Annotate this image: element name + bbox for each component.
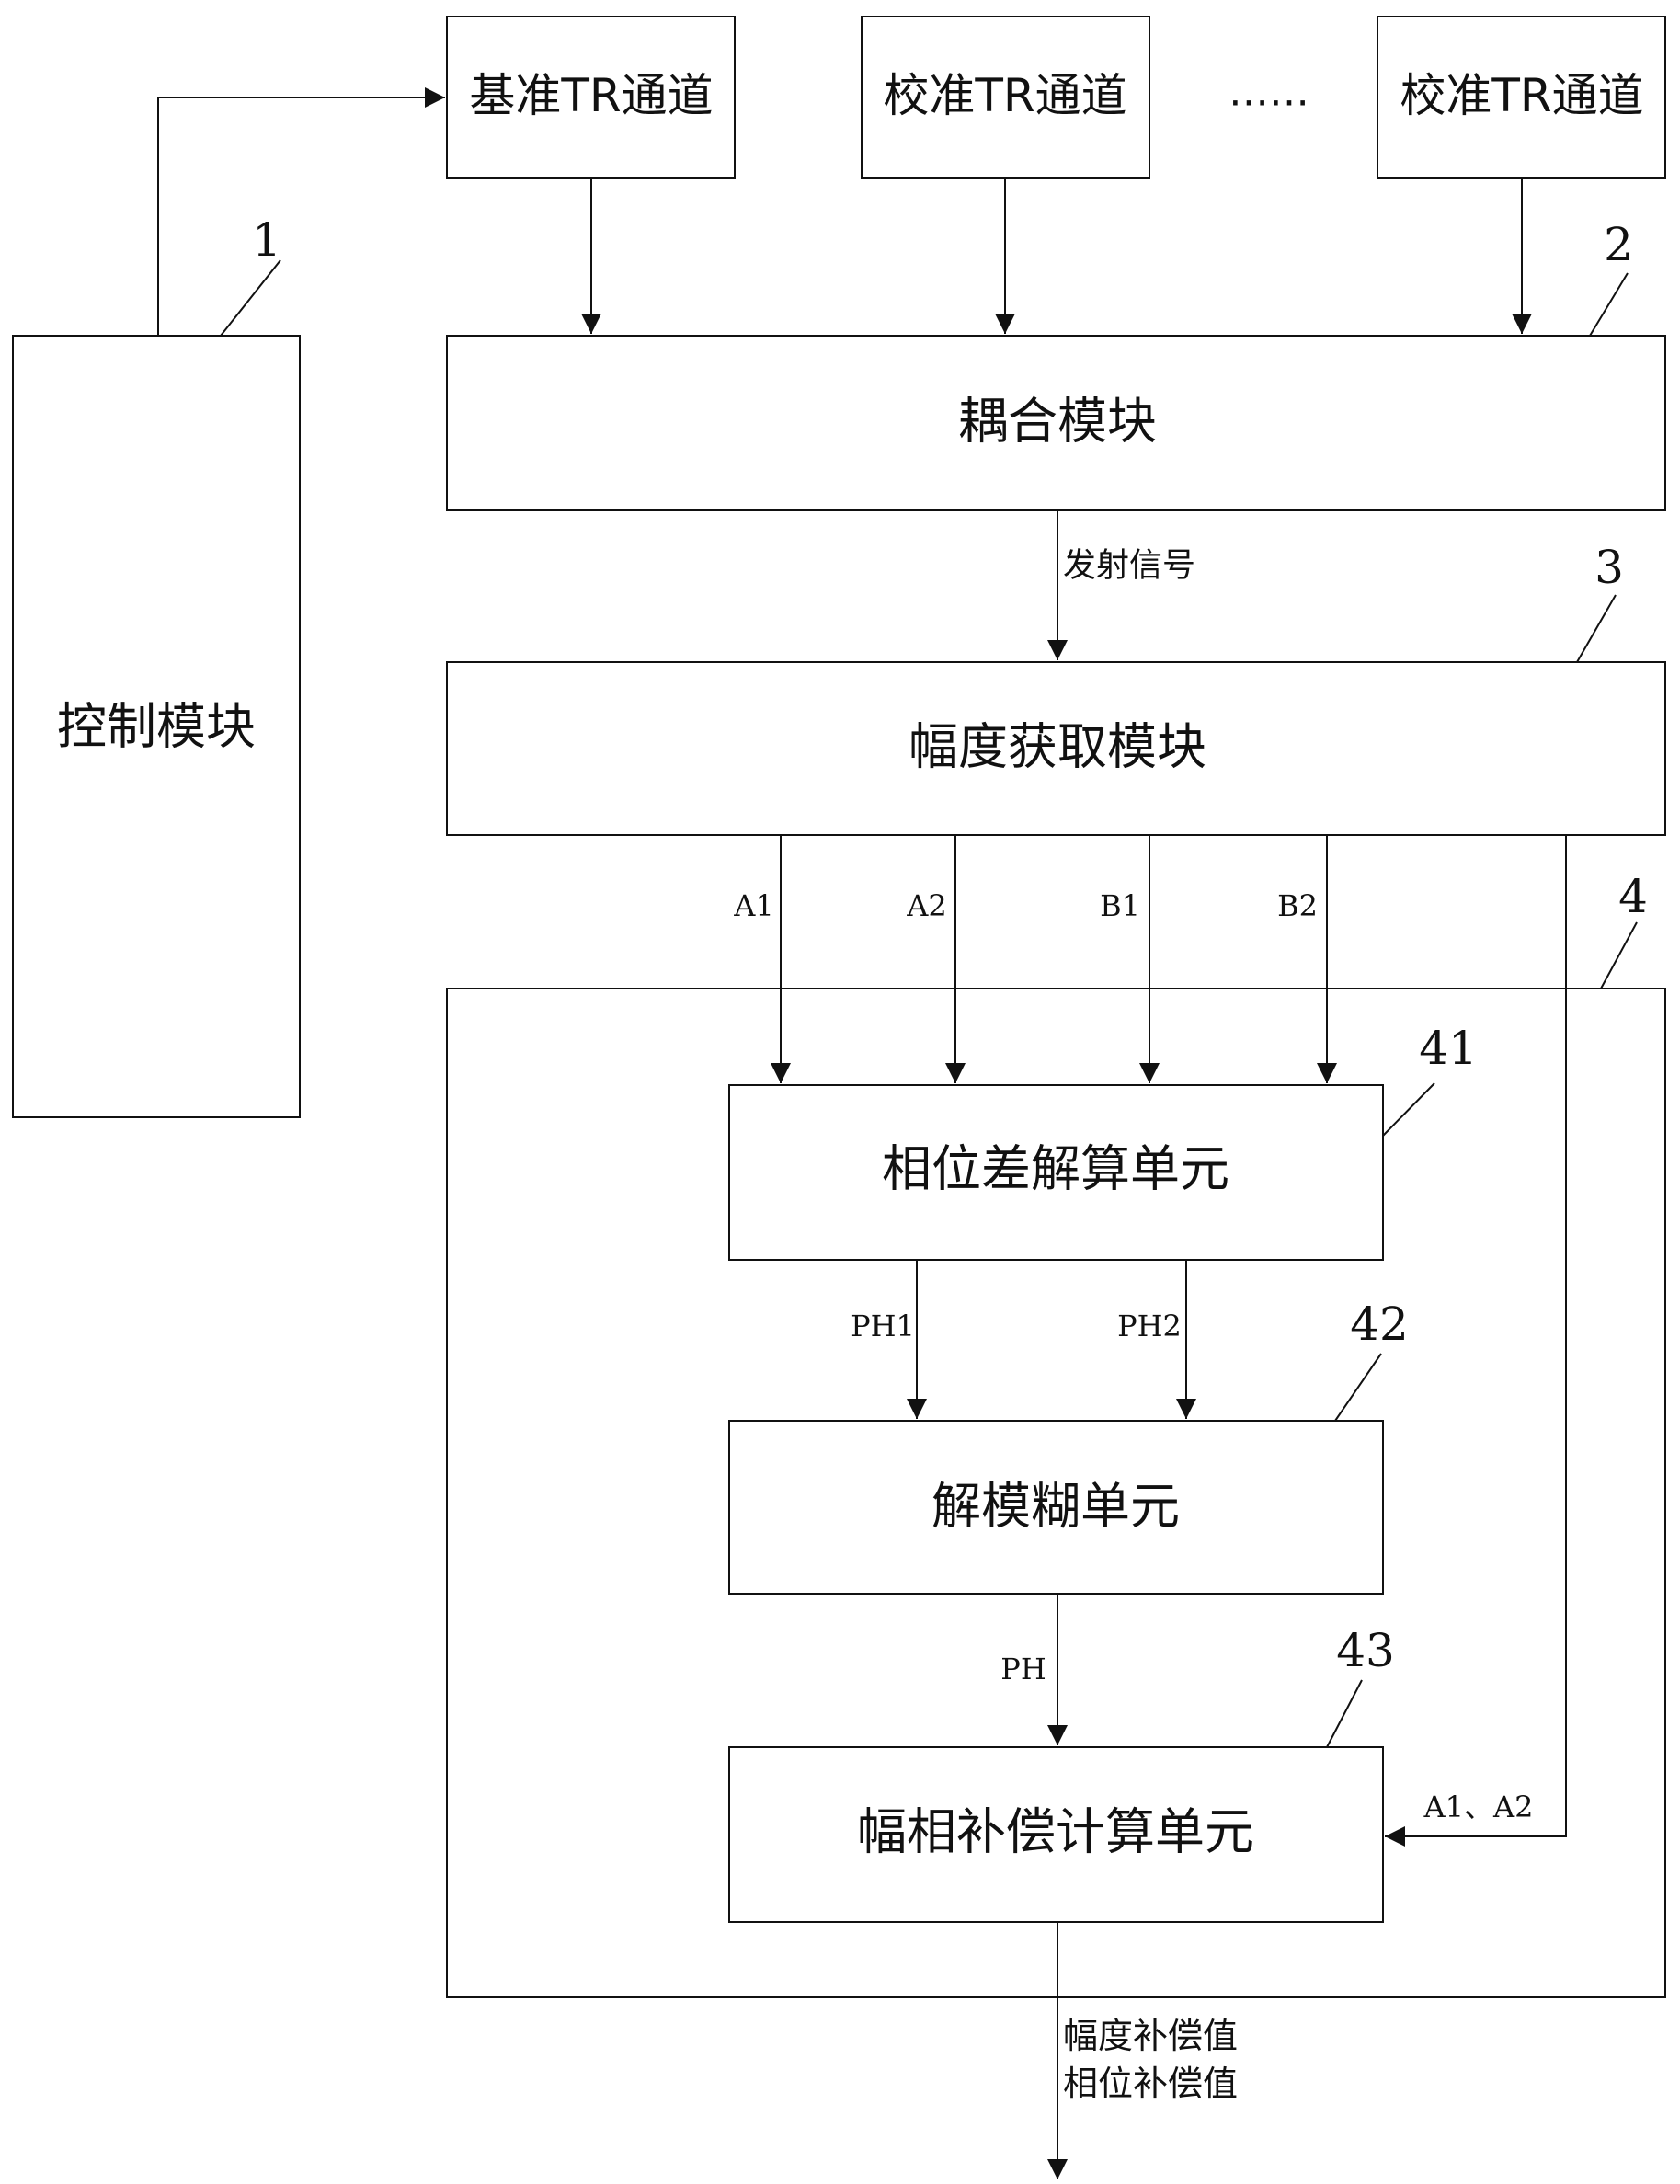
signal-a1-label: A1: [733, 888, 773, 923]
signal-a1a2-label: A1、A2: [1423, 1790, 1534, 1824]
phase-diff-unit-box: [728, 1084, 1384, 1261]
control-module-box: [12, 335, 301, 1118]
processing-module-box: [446, 988, 1666, 1998]
signal-ph-label: PH: [1000, 1652, 1046, 1687]
ref-number-2: 2: [1604, 218, 1633, 271]
phase-diff-unit-label: 相位差解算单元: [882, 1140, 1229, 1198]
cal-channel-1-label: 校准TR通道: [883, 69, 1126, 122]
signal-b2-label: B2: [1277, 888, 1318, 923]
coupling-module-label: 耦合模块: [958, 393, 1157, 451]
ref-41-leader: [1382, 1082, 1435, 1137]
a1a2-bypass-arrow: [1385, 835, 1567, 1847]
signal-ph1-label: PH1: [851, 1309, 915, 1344]
ref-number-41: 41: [1419, 1022, 1478, 1075]
ref-channel-label: 基准TR通道: [469, 69, 713, 122]
control-module-label: 控制模块: [57, 698, 256, 756]
ref-43-leader: [1326, 1679, 1363, 1748]
signal-a2-label: A2: [906, 888, 946, 923]
coupling-module-box: [446, 335, 1666, 511]
signal-ph2-label: PH2: [1117, 1309, 1182, 1344]
ref-2-leader: [1589, 272, 1629, 337]
compensation-unit-label: 幅相补偿计算单元: [857, 1803, 1254, 1861]
ref-4-leader: [1600, 921, 1638, 989]
cal-channel-n-label: 校准TR通道: [1400, 69, 1643, 122]
ref-number-42: 42: [1350, 1298, 1409, 1351]
signal-b1-label: B1: [1100, 888, 1140, 923]
ref-1-leader: [220, 259, 281, 337]
deambiguity-unit-box: [728, 1420, 1384, 1595]
ref-3-leader: [1576, 594, 1617, 663]
compensation-unit-box: [728, 1746, 1384, 1923]
control-to-ref-arrow: [157, 87, 445, 336]
ref-number-4: 4: [1618, 870, 1648, 923]
amplitude-module-box: [446, 661, 1666, 836]
ref-number-43: 43: [1336, 1624, 1395, 1677]
output-amp-label: 幅度补偿值: [1063, 2016, 1238, 2056]
deambiguity-unit-label: 解模糊单元: [931, 1478, 1180, 1536]
amplitude-module-label: 幅度获取模块: [909, 718, 1206, 776]
ref-number-1: 1: [252, 213, 281, 267]
output-phase-label: 相位补偿值: [1063, 2064, 1238, 2104]
ellipsis-label: ……: [1229, 69, 1309, 116]
transmit-signal-label: 发射信号: [1063, 547, 1195, 585]
ref-42-leader: [1334, 1353, 1382, 1422]
ref-number-3: 3: [1594, 541, 1624, 594]
